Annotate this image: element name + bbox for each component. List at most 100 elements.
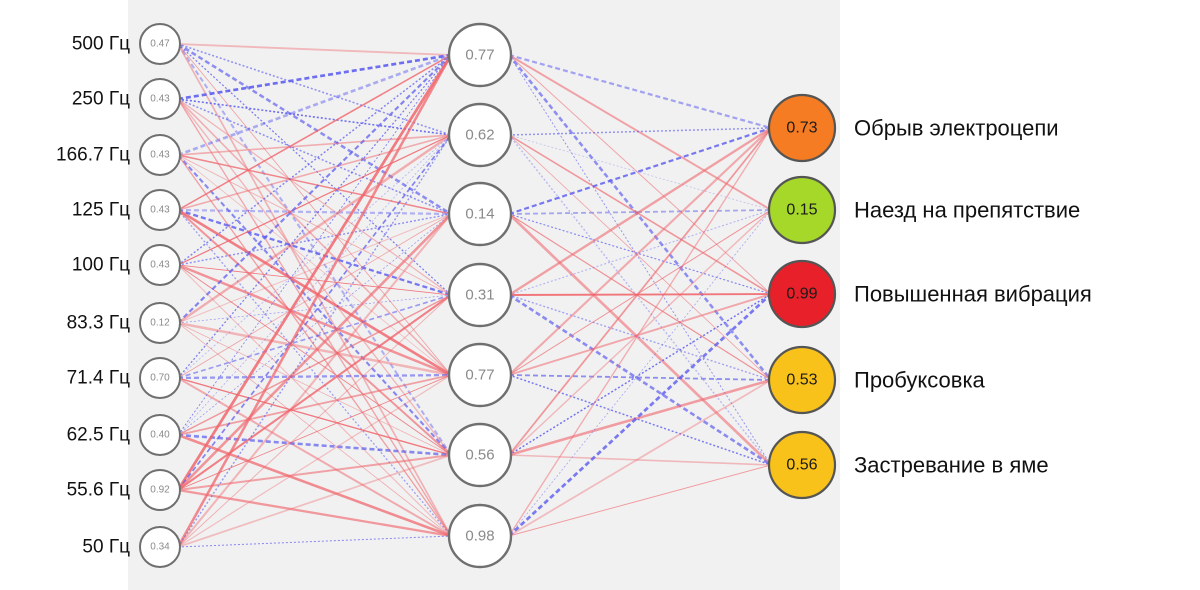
connection-input1-hidden5-positive (177, 43, 452, 376)
output-label: Застревание в яме (854, 453, 1049, 478)
output-label: Обрыв электроцепи (854, 116, 1059, 141)
connection-input4-hidden3-negative (177, 208, 452, 216)
connection-input2-hidden1-negative (177, 53, 452, 101)
connection-hidden5-output4-negative (508, 374, 772, 381)
input-label: 250 Гц (72, 89, 130, 110)
connection-hidden7-output2-negative (508, 209, 772, 537)
hidden-node (447, 262, 513, 328)
connection-input5-hidden1-negative (177, 54, 452, 266)
connection-input4-hidden1-positive (177, 54, 452, 211)
input-label: 125 Гц (72, 200, 130, 221)
connection-input10-hidden7-negative (177, 535, 452, 548)
connection-hidden7-output5-positive (508, 464, 772, 537)
connection-input3-hidden4-positive (177, 154, 452, 296)
connection-input4-hidden6-positive (177, 209, 452, 456)
connection-input5-hidden7-positive (177, 264, 452, 537)
connection-input8-hidden6-negative (177, 433, 452, 457)
connection-input8-hidden1-negative (177, 54, 452, 436)
connection-input5-hidden2-positive (177, 134, 452, 266)
connection-input1-hidden3-negative (177, 42, 452, 216)
hidden-node-value: 0.62 (465, 127, 494, 144)
input-node-value: 0.40 (150, 430, 170, 441)
connection-input10-hidden5-positive (177, 374, 452, 548)
connection-input2-hidden3-negative (177, 98, 452, 215)
connection-hidden3-output1-negative (508, 126, 772, 216)
connection-input3-hidden7-positive (177, 154, 452, 537)
input-label: 62.5 Гц (67, 425, 131, 446)
connection-hidden6-output3-negative (508, 293, 772, 456)
hidden-node-value: 0.77 (465, 367, 494, 384)
connection-hidden3-output3-negative (508, 213, 772, 295)
input-node-value: 0.43 (150, 260, 170, 271)
input-node-value: 0.34 (150, 542, 170, 553)
connection-input3-hidden6-negative (177, 154, 452, 456)
connection-hidden6-output4-positive (508, 378, 772, 457)
connection-input6-hidden3-positive (177, 213, 452, 324)
connection-hidden3-output5-positive (508, 213, 772, 466)
connection-hidden4-output1-positive (508, 127, 772, 296)
connection-hidden5-output1-positive (508, 127, 772, 376)
connection-input7-hidden7-positive (177, 377, 452, 537)
connection-hidden6-output1-positive (508, 127, 772, 456)
connection-input3-hidden5-positive (177, 154, 452, 376)
connection-input6-hidden7-positive (177, 322, 452, 537)
connection-input9-hidden7-positive (177, 488, 452, 538)
input-node-value: 0.43 (150, 150, 170, 161)
output-label: Повышенная вибрация (854, 282, 1092, 307)
input-node (139, 23, 181, 65)
hidden-output-connections (507, 53, 773, 538)
connection-input9-hidden5-positive (177, 374, 452, 491)
input-label: 50 Гц (82, 537, 130, 558)
output-node-value: 0.56 (786, 457, 817, 474)
hidden-node-value: 0.14 (465, 206, 494, 223)
hidden-node (447, 22, 513, 88)
output-node (767, 259, 837, 329)
input-node (139, 302, 181, 344)
connection-hidden7-output3-negative (508, 292, 772, 538)
connection-input9-hidden4-positive (177, 294, 452, 491)
input-node-value: 0.47 (150, 39, 170, 50)
connection-input10-hidden1-positive (176, 54, 453, 548)
connection-hidden4-output4-negative (508, 294, 772, 381)
output-node (767, 345, 837, 415)
input-node (139, 414, 181, 456)
output-label: Наезд на препятствие (854, 198, 1080, 223)
connection-input8-hidden4-positive (177, 294, 452, 436)
connection-hidden5-output3-positive (508, 293, 772, 376)
connection-hidden4-output3-positive (508, 293, 772, 296)
connection-input9-hidden6-positive (177, 453, 452, 492)
connection-hidden2-output2-negative (508, 134, 772, 211)
connection-hidden2-output4-positive (508, 134, 772, 381)
hidden-node-value: 0.56 (465, 447, 494, 464)
connection-input7-hidden3-positive (177, 213, 452, 379)
input-node (139, 134, 181, 176)
input-node (139, 357, 181, 399)
output-node (767, 93, 837, 163)
connection-input1-hidden7-positive (177, 43, 452, 537)
input-node-value: 0.92 (150, 485, 170, 496)
connection-input9-hidden3-positive (177, 213, 452, 491)
connection-input3-hidden1-negative (177, 53, 452, 157)
input-node (139, 189, 181, 231)
output-node (767, 430, 837, 500)
connection-input2-hidden4-positive (177, 98, 452, 296)
connection-hidden1-output1-negative (508, 53, 772, 130)
connection-input10-hidden6-positive (177, 454, 452, 548)
input-node (139, 526, 181, 568)
output-node-value: 0.99 (786, 286, 817, 303)
hidden-node (447, 181, 513, 247)
output-node-value: 0.53 (786, 372, 817, 389)
connection-input7-hidden6-positive (177, 377, 452, 456)
connection-input7-hidden2-negative (177, 134, 452, 379)
hidden-node-value: 0.77 (465, 47, 494, 64)
connection-input10-hidden4-positive (177, 294, 452, 548)
hidden-layer: 0.770.620.140.310.770.560.98 (447, 22, 513, 569)
input-node (139, 78, 181, 120)
hidden-node (447, 102, 513, 168)
input-node (139, 469, 181, 511)
connection-input6-hidden2-positive (177, 133, 452, 325)
connection-input9-hidden2-negative (177, 134, 452, 491)
